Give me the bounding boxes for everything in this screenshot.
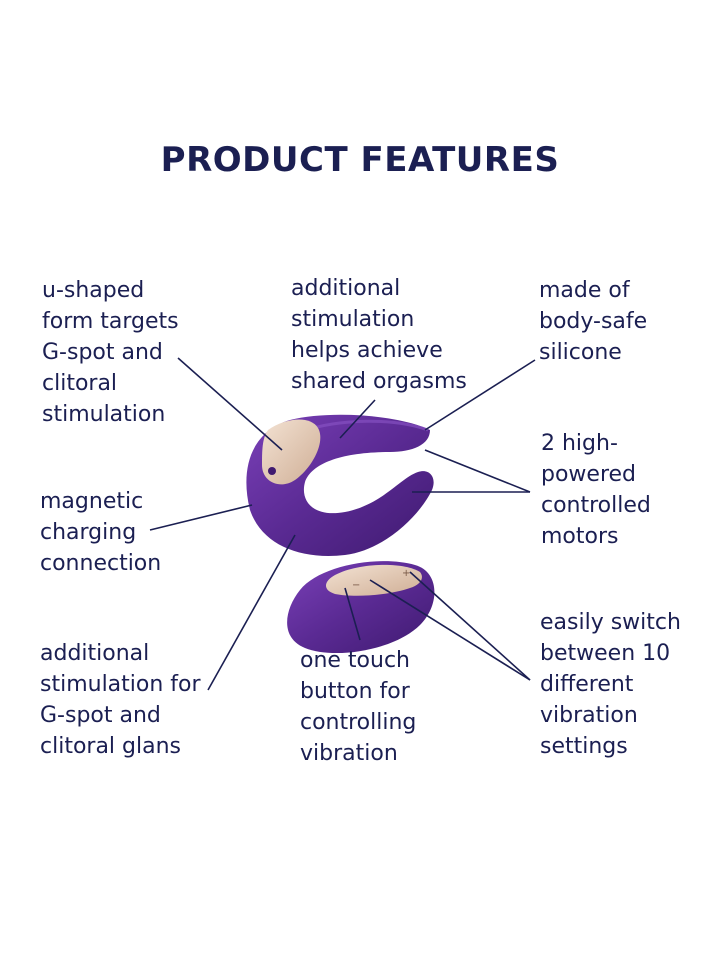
- svg-text:−: −: [352, 580, 360, 591]
- svg-text:+: +: [402, 568, 410, 579]
- callout-lines: [149, 357, 536, 691]
- label-one-touch: one touch button for controlling vibrati…: [300, 648, 417, 766]
- label-gspot-glans: additional stimulation for G-spot and cl…: [40, 641, 201, 759]
- device-button: [262, 419, 321, 485]
- remote-plate: [325, 564, 422, 596]
- label-shared-orgasms: additional stimulation helps achieve sha…: [291, 276, 467, 394]
- label-vibration-settings: easily switch between 10 different vibra…: [540, 610, 681, 759]
- label-magnetic-charging: magnetic charging connection: [40, 489, 162, 576]
- page-title: PRODUCT FEATURES: [160, 140, 560, 180]
- label-u-shaped: u-shaped form targets G-spot and clitora…: [42, 278, 179, 427]
- label-motors: 2 high- powered controlled motors: [541, 431, 651, 549]
- label-silicone: made of body-safe silicone: [539, 278, 648, 365]
